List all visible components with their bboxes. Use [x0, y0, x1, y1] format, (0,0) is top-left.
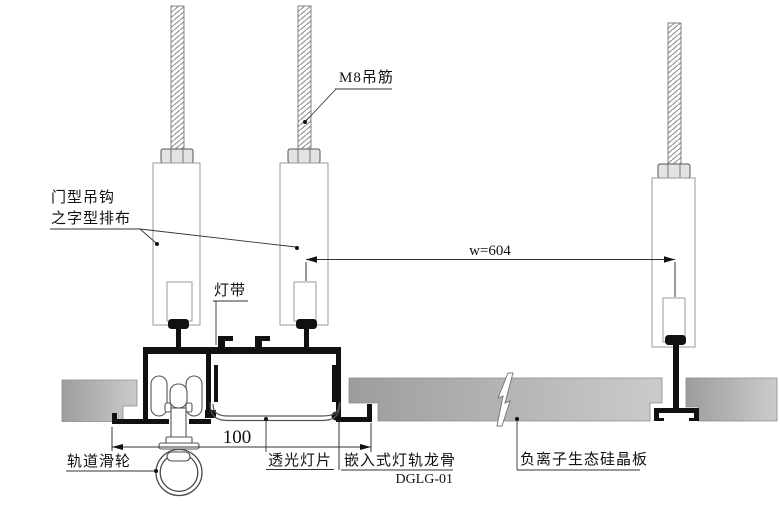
- trolley-roller-assembly: [150, 375, 203, 450]
- label-door-hook-line2: 之字型排布: [51, 211, 132, 227]
- ceiling-panel-right: [685, 377, 778, 422]
- threaded-rod-left: [170, 5, 185, 150]
- dimension-text-w604: w=604: [469, 243, 511, 259]
- dimension-100: [111, 422, 372, 470]
- track-wall-strip-right: [332, 365, 336, 402]
- led-strip-clip-1: [218, 336, 233, 347]
- threaded-rod-right: [667, 22, 682, 165]
- leader-light-strip: [213, 300, 248, 345]
- leader-door-hook: [50, 228, 299, 250]
- label-light-strip: 灯带: [214, 283, 247, 299]
- label-keel-model: DGLG-01: [395, 472, 453, 487]
- dimension-text-100: 100: [222, 427, 252, 448]
- hex-nut-right: [657, 163, 691, 179]
- label-m8-rod: M8吊筋: [339, 70, 394, 86]
- ceiling-panel-left: [61, 379, 138, 422]
- label-track-pulley: 轨道滑轮: [67, 454, 132, 470]
- dimension-w604: [305, 256, 676, 297]
- pulley-ring: [155, 448, 203, 497]
- door-hanger-left: [152, 162, 201, 348]
- break-line-symbol: [496, 372, 514, 427]
- threaded-rod-middle: [297, 5, 312, 150]
- label-translucent-sheet: 透光灯片: [268, 453, 333, 469]
- light-track-profile: [112, 347, 372, 424]
- label-negative-ion-panel: 负离子生态硅晶板: [520, 452, 649, 468]
- translucent-sheet: [209, 401, 341, 422]
- leader-translucent-sheet: [264, 417, 334, 470]
- leader-m8-rod: [303, 88, 392, 124]
- hex-nut-left: [160, 148, 194, 164]
- door-hanger-right: [651, 177, 696, 348]
- t-keel-right: [654, 343, 699, 421]
- track-wall-strip-left: [214, 365, 218, 402]
- leader-track-pulley: [66, 469, 158, 473]
- door-hanger-middle: [279, 162, 329, 348]
- label-door-hook-line1: 门型吊钩: [51, 190, 116, 206]
- hex-nut-middle: [287, 148, 321, 164]
- label-embedded-keel: 嵌入式灯轨龙骨: [344, 453, 457, 469]
- led-strip-clip-2: [255, 336, 270, 347]
- leader-panel: [515, 417, 640, 471]
